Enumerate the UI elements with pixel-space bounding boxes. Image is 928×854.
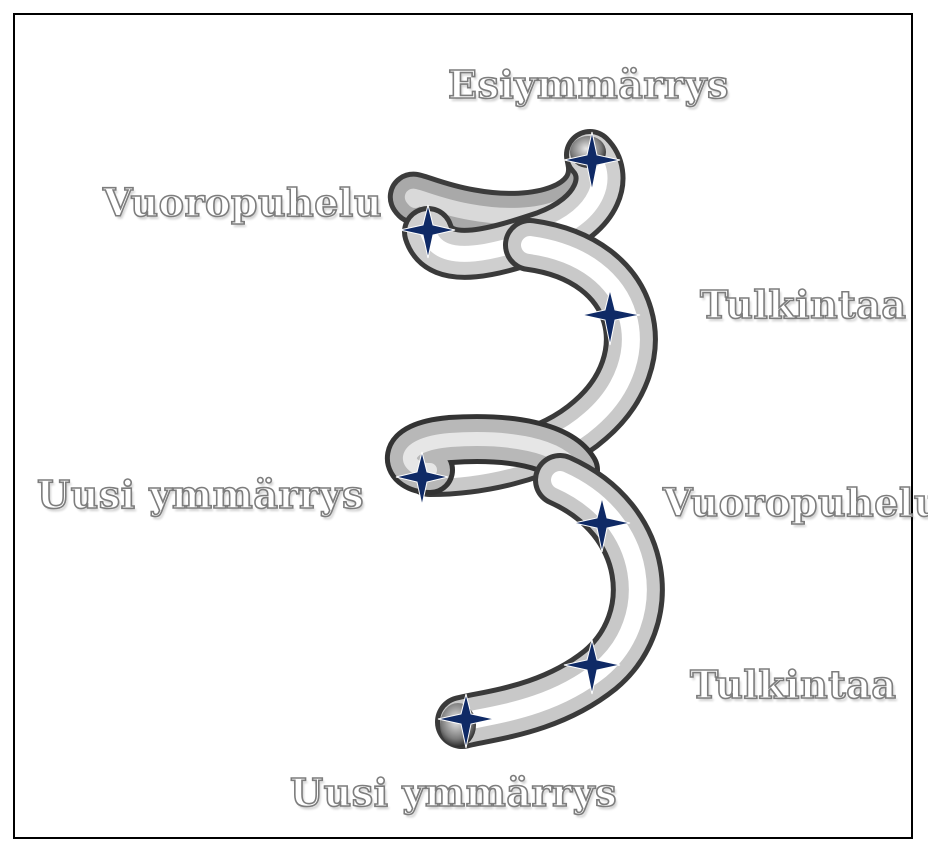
label-uusi-ymmarrys-bottom: Uusi ymmärrys xyxy=(290,770,617,815)
label-uusi-ymmarrys-middle: Uusi ymmärrys xyxy=(37,472,364,517)
label-vuoropuhelu-upper: Vuoropuhelu xyxy=(103,180,382,225)
spiral-lower-arc xyxy=(462,480,638,722)
label-esiymmarrys: Esiymmärrys xyxy=(448,62,729,107)
label-tulkintaa-lower: Tulkintaa xyxy=(690,662,897,707)
label-vuoropuhelu-lower: Vuoropuhelu xyxy=(663,480,928,525)
label-tulkintaa-upper: Tulkintaa xyxy=(700,282,907,327)
